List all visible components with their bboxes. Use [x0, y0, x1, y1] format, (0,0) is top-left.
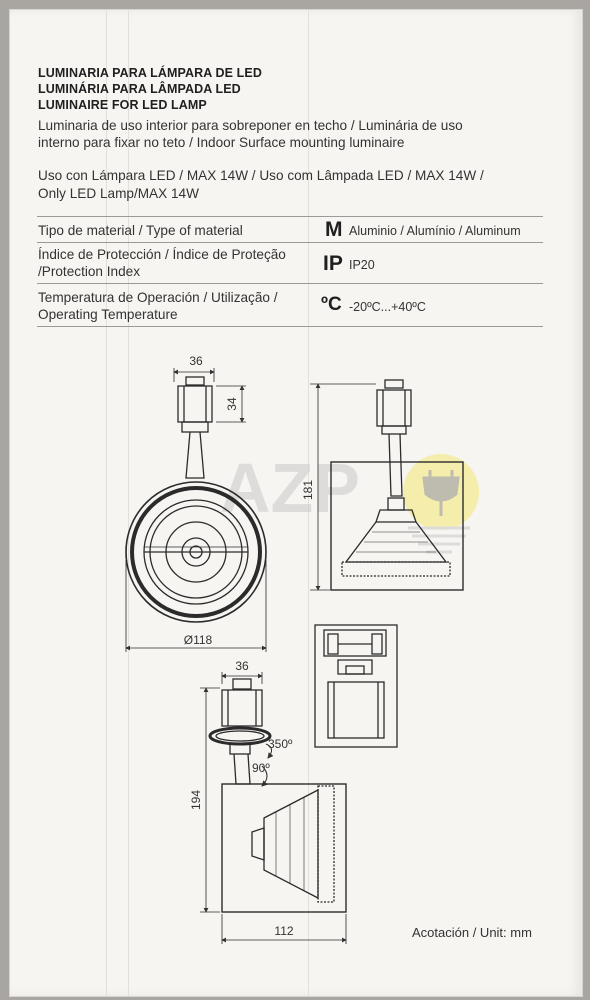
spec-material-label: Tipo de material / Type of material: [38, 223, 243, 238]
description-line-1: Luminaria de uso interior para sobrepone…: [38, 118, 463, 133]
spec-temperature-label-2: Operating Temperature: [38, 307, 178, 322]
description-line-2: interno para fixar no teto / Indoor Surf…: [38, 135, 405, 150]
unit-note: Acotación / Unit: mm: [412, 925, 532, 940]
usage-line-2: Only LED Lamp/MAX 14W: [38, 186, 199, 201]
plug-icon: [403, 454, 479, 530]
rotation-view-drawing: [200, 672, 347, 944]
table-rule: [37, 283, 543, 284]
heading-pt: LUMINÁRIA PARA LÂMPADA LED: [38, 82, 241, 96]
table-rule: [37, 242, 543, 243]
track-profile-drawing: [314, 624, 398, 748]
temperature-symbol: ºC: [321, 294, 342, 315]
table-rule: [37, 326, 543, 327]
fold-line: [128, 10, 129, 996]
spec-protection-value: IP20: [349, 258, 375, 272]
fold-line: [106, 10, 107, 996]
dim-rotation-vertical: 90º: [252, 761, 270, 775]
front-view-drawing: [125, 368, 267, 652]
protection-symbol: IP: [323, 252, 343, 275]
watermark-text: AZP: [220, 449, 360, 527]
spec-material-value: Aluminio / Alumínio / Aluminum: [349, 224, 521, 238]
dim-rotation-horizontal: 350º: [268, 737, 293, 751]
product-box-panel: [10, 10, 582, 996]
side-view-drawing: [310, 379, 464, 591]
usage-line-1: Uso con Lámpara LED / MAX 14W / Uso com …: [38, 168, 484, 183]
dim-top-height: 34: [225, 397, 239, 411]
dim-diameter: Ø118: [184, 633, 213, 647]
table-rule: [37, 216, 543, 217]
dim-depth: 112: [274, 924, 293, 938]
dim-total-height: 194: [189, 790, 203, 810]
heading-es: LUMINARIA PARA LÁMPARA DE LED: [38, 66, 262, 80]
heading-en: LUMINAIRE FOR LED LAMP: [38, 98, 207, 112]
fold-line: [308, 10, 309, 996]
dim-side-height: 181: [301, 480, 315, 500]
dim-top-width: 36: [189, 354, 203, 368]
dim-bottom-width: 36: [235, 659, 249, 673]
spec-temperature-label: Temperatura de Operación / Utilização /: [38, 290, 278, 305]
spec-protection-label: Índice de Protección / Índice de Proteçã…: [38, 247, 286, 262]
material-symbol: M: [325, 218, 343, 241]
spec-protection-label-2: /Protection Index: [38, 264, 141, 279]
spec-temperature-value: -20ºC...+40ºC: [349, 300, 426, 314]
